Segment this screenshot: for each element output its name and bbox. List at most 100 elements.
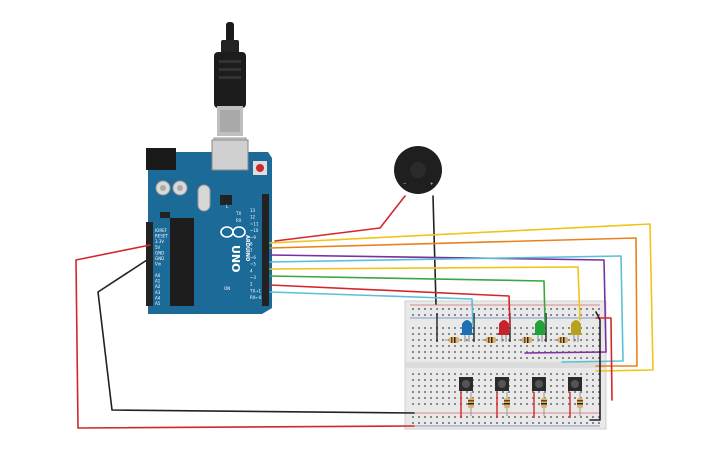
wire-yellow-long[interactable]	[269, 223, 654, 372]
wire-black-gnd[interactable]	[97, 257, 415, 414]
led-green[interactable]	[534, 320, 546, 342]
breadboard-hole	[550, 422, 552, 424]
breadboard-hole	[556, 379, 558, 381]
breadboard-hole	[502, 416, 504, 418]
pushbutton[interactable]	[459, 377, 473, 391]
breadboard-hole	[598, 333, 600, 335]
breadboard-hole	[430, 357, 432, 359]
breadboard-hole	[532, 314, 534, 316]
breadboard-hole	[454, 422, 456, 424]
wire-red-led[interactable]	[269, 284, 511, 327]
wire-black-buzzer[interactable]	[432, 195, 437, 305]
wires	[75, 195, 654, 429]
wire-purple[interactable]	[269, 254, 607, 354]
breadboard-hole	[574, 397, 576, 399]
resistor[interactable]	[577, 392, 583, 416]
breadboard-hole	[520, 327, 522, 329]
wire-black-rail-right[interactable]	[589, 311, 601, 421]
breadboard-hole	[496, 345, 498, 347]
digital-pin-label: 7	[250, 248, 253, 253]
breadboard-hole	[598, 416, 600, 418]
pushbutton[interactable]	[495, 377, 509, 391]
breadboard-hole	[436, 308, 438, 310]
resistor[interactable]	[554, 337, 570, 343]
breadboard-hole	[520, 422, 522, 424]
breadboard-hole	[538, 416, 540, 418]
breadboard-hole	[526, 379, 528, 381]
wire-orange[interactable]	[269, 237, 638, 367]
breadboard-hole	[526, 327, 528, 329]
resistor[interactable]	[504, 392, 510, 416]
breadboard-hole	[592, 416, 594, 418]
breadboard-hole	[568, 416, 570, 418]
breadboard-hole	[598, 327, 600, 329]
breadboard-hole	[466, 339, 468, 341]
resistor[interactable]	[518, 337, 534, 343]
breadboard-hole	[562, 333, 564, 335]
wire-cyan-led[interactable]	[269, 291, 474, 327]
breadboard-hole	[550, 327, 552, 329]
reset-button[interactable]	[256, 164, 264, 172]
breadboard-hole	[514, 373, 516, 375]
breadboard-hole	[448, 391, 450, 393]
breadboard-hole	[526, 397, 528, 399]
digital-pin-label: ~10	[250, 228, 259, 233]
pushbutton[interactable]	[532, 377, 546, 391]
breadboard-hole	[490, 391, 492, 393]
breadboard-hole	[556, 314, 558, 316]
breadboard-hole	[466, 308, 468, 310]
breadboard-hole	[538, 314, 540, 316]
led-yellow[interactable]	[570, 320, 582, 342]
resistor[interactable]	[482, 337, 498, 343]
breadboard-hole	[556, 403, 558, 405]
wire-cyan-right[interactable]	[269, 255, 624, 363]
breadboard-hole	[568, 333, 570, 335]
breadboard-hole	[502, 373, 504, 375]
breadboard-hole	[436, 357, 438, 359]
led-red[interactable]	[498, 320, 510, 342]
breadboard-hole	[448, 327, 450, 329]
breadboard-hole	[442, 308, 444, 310]
resistor[interactable]	[445, 337, 461, 343]
breadboard-hole	[436, 397, 438, 399]
wire-yellow-led[interactable]	[269, 266, 581, 321]
wire-red-buzzer[interactable]	[274, 195, 406, 242]
breadboard-hole	[550, 416, 552, 418]
rx-led-label: RX	[236, 218, 242, 223]
breadboard-hole	[424, 373, 426, 375]
breadboard-hole	[430, 345, 432, 347]
breadboard-hole	[592, 422, 594, 424]
breadboard-hole	[430, 308, 432, 310]
breadboard-hole	[520, 345, 522, 347]
breadboard-hole	[556, 416, 558, 418]
buzzer-plus-label: +	[430, 181, 433, 186]
board-model-label: UNO	[229, 245, 242, 273]
breadboard-hole	[442, 416, 444, 418]
breadboard-hole	[454, 403, 456, 405]
resistor[interactable]	[468, 392, 474, 416]
arduino-uno-board[interactable]: UNO ARDUINO TX RX L ON 1312~11~10~987~6~…	[146, 139, 272, 314]
wire-red-5v[interactable]	[75, 244, 415, 429]
breadboard-hole	[526, 314, 528, 316]
piezo-buzzer[interactable]: − +	[394, 146, 442, 194]
wire-red-rail-right[interactable]	[595, 317, 613, 401]
breadboard-hole	[574, 308, 576, 310]
pushbutton[interactable]	[568, 377, 582, 391]
breadboard-hole	[514, 339, 516, 341]
resistor[interactable]	[541, 392, 547, 416]
digital-pin-label: TX→1	[249, 288, 262, 293]
breadboard-hole	[412, 373, 414, 375]
breadboard-hole	[574, 403, 576, 405]
breadboard-hole	[478, 373, 480, 375]
breadboard-hole	[448, 333, 450, 335]
breadboard-hole	[526, 308, 528, 310]
breadboard-hole	[502, 397, 504, 399]
breadboard-hole	[508, 345, 510, 347]
breadboard-hole	[556, 391, 558, 393]
led-blue[interactable]	[461, 320, 473, 342]
breadboard-hole	[568, 391, 570, 393]
breadboard-hole	[430, 403, 432, 405]
wire-green-led[interactable]	[269, 275, 546, 323]
breadboard-hole	[556, 345, 558, 347]
breadboard-hole	[568, 308, 570, 310]
